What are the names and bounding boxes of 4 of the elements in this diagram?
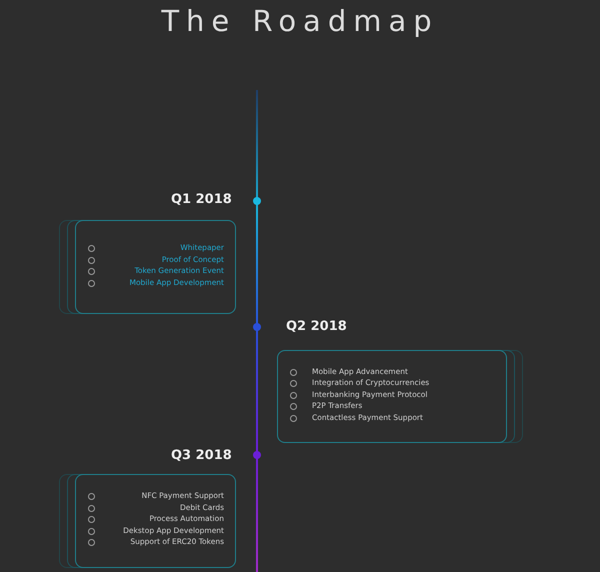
quarter-heading: Q2 2018 bbox=[286, 319, 347, 334]
quarter-heading: Q1 2018 bbox=[171, 192, 232, 207]
quarter-heading: Q3 2018 bbox=[171, 448, 232, 463]
page-title: The Roadmap bbox=[160, 4, 440, 38]
